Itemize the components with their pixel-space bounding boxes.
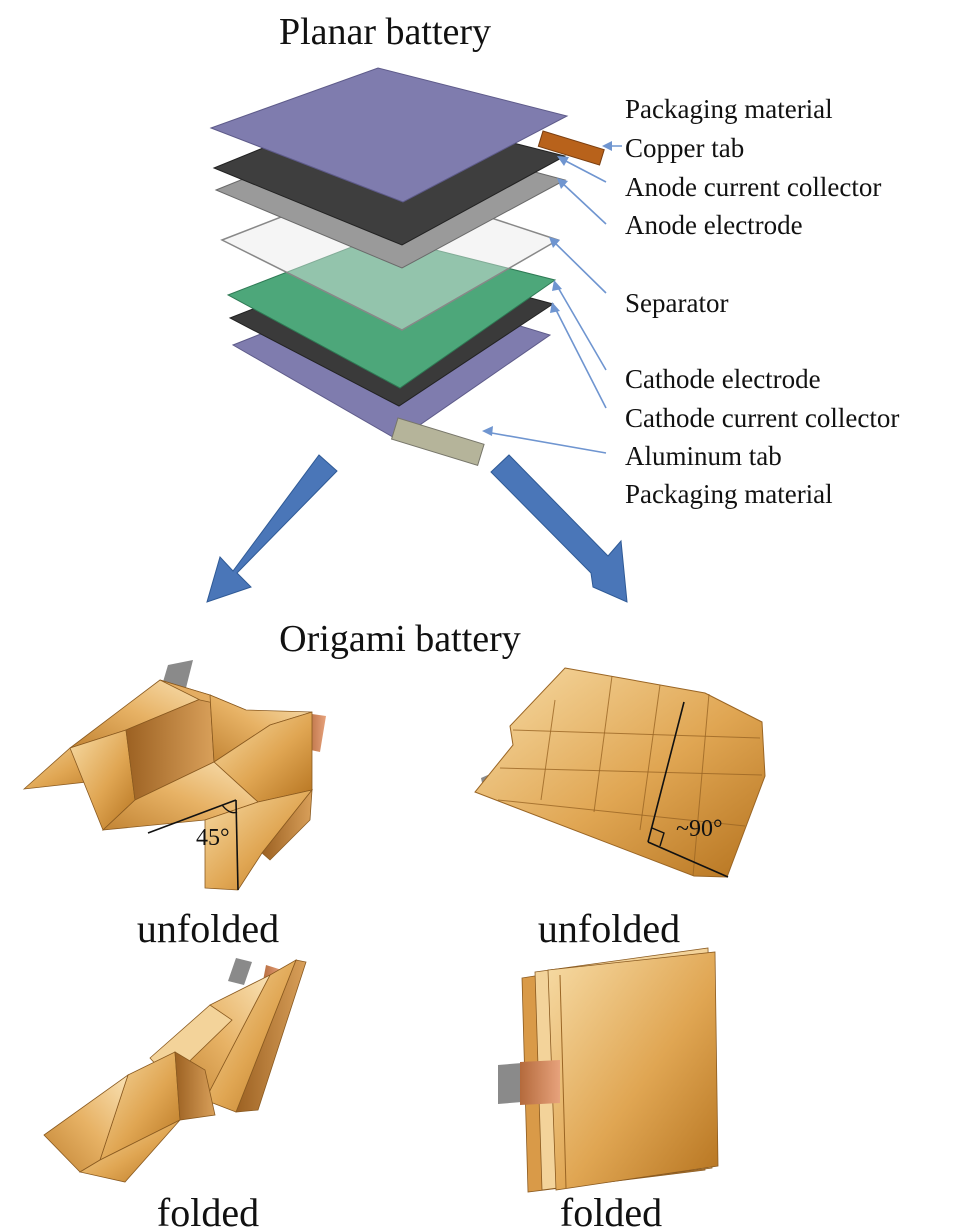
- arrowhead-cathode-collector: [550, 302, 560, 313]
- angle-arc: [221, 804, 238, 814]
- stack-layer-front: [547, 951, 719, 1191]
- label-copper-tab: Copper tab: [625, 133, 744, 163]
- origami-right-folded: [498, 947, 719, 1193]
- arrowhead-anode-collector: [557, 156, 569, 166]
- grey-tab-right-folded: [498, 1063, 522, 1104]
- fold-panel: [174, 1051, 216, 1121]
- crease: [512, 729, 761, 739]
- label-separator: Separator: [625, 288, 728, 318]
- caption-right-folded: folded: [560, 1190, 662, 1232]
- grid-creases: [497, 675, 763, 877]
- angle-guide-line: [647, 841, 729, 878]
- leader-lines: [485, 145, 622, 454]
- layer-labels: Packaging material Copper tab Anode curr…: [625, 94, 899, 509]
- leader-aluminum-tab: [485, 431, 607, 454]
- stack-edge-line: [559, 974, 567, 1189]
- copper-tab-right-folded: [520, 1060, 560, 1105]
- origami-battery-title: Origami battery: [279, 618, 521, 660]
- crease: [499, 767, 763, 776]
- label-cathode-collector: Cathode current collector: [625, 403, 899, 433]
- leader-anode-electrode: [559, 180, 607, 225]
- angle-guide-line: [147, 799, 237, 834]
- label-aluminum-tab: Aluminum tab: [625, 441, 782, 471]
- crease: [593, 675, 613, 813]
- planar-battery-title: Planar battery: [279, 11, 491, 53]
- crease: [497, 799, 746, 827]
- sheet-right-unfolded: [474, 667, 766, 878]
- crease: [540, 699, 556, 801]
- origami-left-folded: [43, 958, 307, 1183]
- cathode-electrode-layer: [226, 235, 557, 389]
- label-cathode-electrode: Cathode electrode: [625, 364, 821, 394]
- layer-stack: [209, 67, 605, 466]
- leader-anode-collector: [559, 157, 607, 183]
- angle-guide-line: [647, 701, 685, 843]
- grey-tab-left-folded: [228, 958, 252, 985]
- crease: [692, 693, 710, 877]
- leader-separator: [551, 239, 607, 294]
- angle-guide-line: [235, 799, 239, 891]
- origami-left-unfolded: 45°: [22, 660, 326, 891]
- angle-90-label: ~90°: [676, 816, 723, 842]
- arrowhead-anode-electrode: [557, 178, 568, 189]
- arrowhead-copper-tab: [602, 141, 612, 151]
- crease: [639, 684, 661, 831]
- label-top-packaging: Packaging material: [625, 94, 833, 124]
- arrowhead-aluminum-tab: [482, 426, 493, 436]
- caption-left-unfolded: unfolded: [137, 906, 279, 951]
- label-bottom-packaging: Packaging material: [625, 479, 833, 509]
- fold-panel: [78, 1119, 181, 1183]
- caption-left-folded: folded: [157, 1190, 259, 1232]
- arrow-down-left: [206, 454, 338, 603]
- fold-panel: [261, 788, 313, 861]
- label-anode-collector: Anode current collector: [625, 172, 881, 202]
- fold-panel: [101, 761, 259, 831]
- captions: unfolded unfolded folded folded: [137, 906, 680, 1232]
- aluminum-tab: [390, 417, 485, 466]
- label-anode-electrode: Anode electrode: [625, 210, 803, 240]
- right-angle-mark: [651, 827, 665, 847]
- origami-right-unfolded: ~90°: [474, 667, 766, 878]
- leader-cathode-electrode: [555, 283, 607, 371]
- leader-arrowheads: [482, 141, 612, 436]
- copper-tab: [537, 130, 605, 166]
- arrow-down-right: [490, 454, 628, 603]
- arrowhead-cathode-electrode: [552, 280, 562, 291]
- angle-45-label: 45°: [196, 825, 230, 851]
- leader-cathode-collector: [553, 305, 607, 409]
- caption-right-unfolded: unfolded: [538, 906, 680, 951]
- top-packaging-layer: [209, 67, 569, 203]
- big-arrows: [206, 454, 628, 603]
- arrowhead-separator: [549, 237, 560, 248]
